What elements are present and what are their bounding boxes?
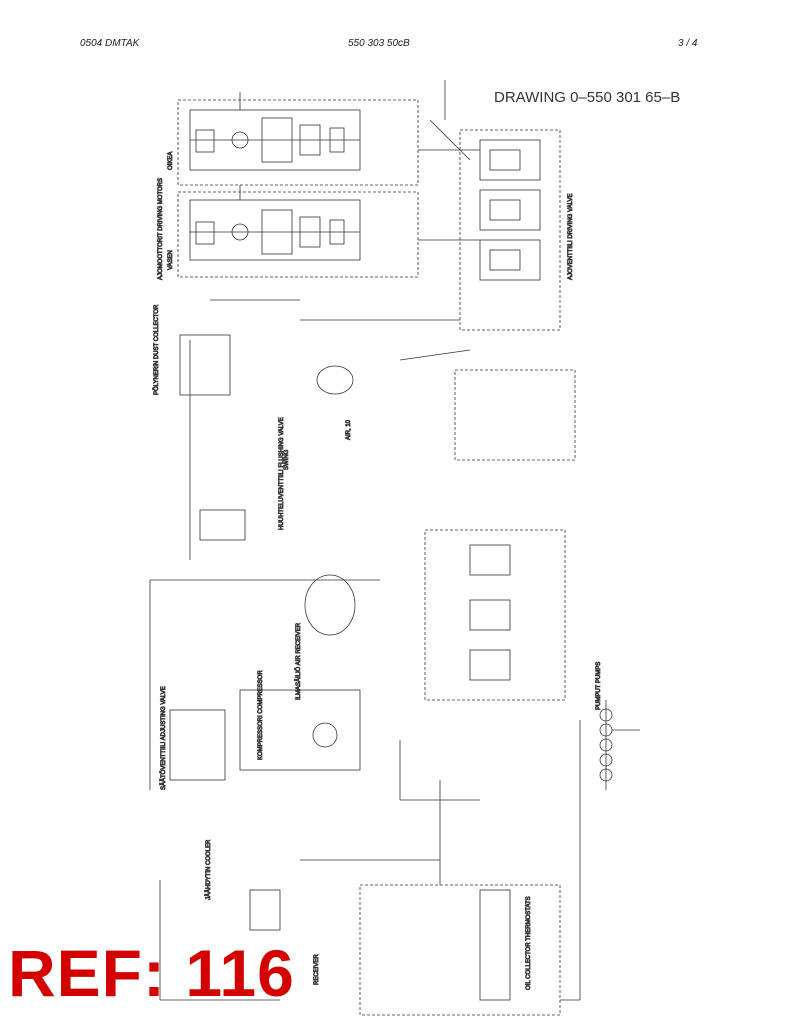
header-doc-code: 0504 DMTAK (80, 38, 140, 49)
air-label: AIR, 10 (346, 419, 352, 440)
receiver-label: RECEIVER (314, 954, 320, 985)
adjusting-valve (169, 709, 226, 781)
flushing-valve-label: HUUHTELUVENTTIILI FLUSHING VALVE (279, 417, 285, 530)
air-receiver (304, 574, 356, 636)
relief-valve-block (454, 369, 576, 461)
dust-collector (179, 334, 231, 396)
swing-label: SWING (284, 449, 290, 470)
adjusting-valve-label: SÄÄTÖVENTTIILI ADJUSTING VALVE (160, 686, 167, 790)
driving-motors-label: AJOMOOTTORIT DRIVING MOTORS (158, 178, 164, 280)
reference-stamp: REF: 116 (8, 936, 295, 1010)
cooler (249, 889, 281, 931)
pumps-group (599, 700, 640, 790)
flushing-valve (199, 509, 246, 541)
header-page-number: 3 / 4 (678, 38, 698, 49)
thermostats-label: OIL COLLECTOR THERMOSTATS (526, 896, 532, 990)
right-label: OIKEA (168, 152, 174, 170)
driving-valve-label: AJOVENTTIILI DRIVING VALVE (568, 194, 574, 280)
driving-valve-group (418, 80, 561, 331)
compressor-group (239, 689, 361, 771)
dust-collector-label: PÖLYNERIN DUST COLLECTOR (153, 304, 160, 395)
cooler-label: JÄÄHDYTIN COOLER (205, 839, 212, 900)
driving-motors-group (177, 92, 419, 278)
compressor-label: KOMPRESSORI COMPRESSOR (258, 670, 264, 760)
control-valve-block (424, 529, 566, 701)
oil-collector (359, 884, 561, 1016)
air-tank (316, 365, 354, 395)
pumps-label: PUMPUT PUMPS (596, 662, 602, 710)
air-receiver-label: ILMASÄILIÖ AIR RECEIVER (295, 622, 302, 700)
left-label: VASEN (168, 250, 174, 270)
header-drawing-number: 550 303 50cB (348, 38, 410, 49)
drawing-title: DRAWING 0–550 301 65–B (494, 89, 681, 106)
